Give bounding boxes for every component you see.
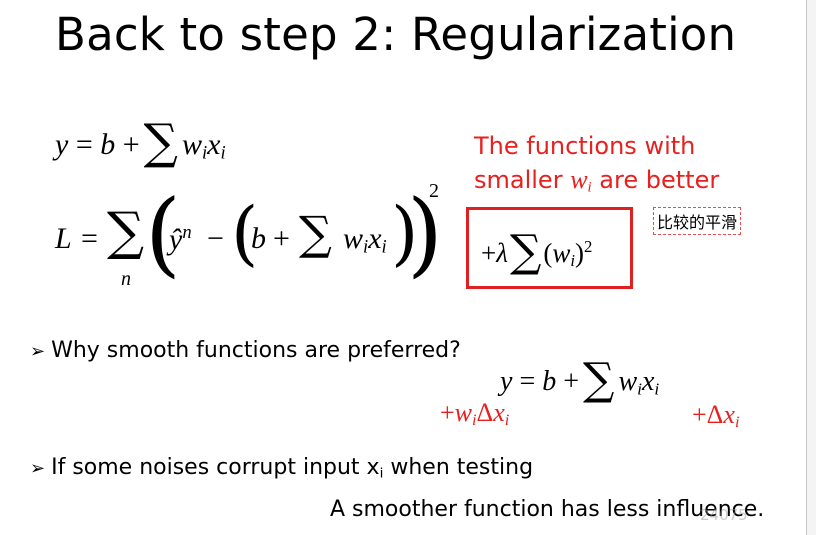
bullet-1-text: Why smooth functions are preferred? [51, 338, 461, 363]
note-line-1: The functions with [474, 132, 696, 160]
bullet-why-smooth: ➢Why smooth functions are preferred? [30, 338, 461, 363]
perturbation-input: +Δxi [692, 400, 740, 432]
note-line-2: smaller wi are better [474, 165, 720, 196]
bullet-noise: ➢If some noises corrupt input xi when te… [30, 455, 534, 482]
chinese-annotation: 比较的平滑 [653, 207, 742, 235]
slide-title: Back to step 2: Regularization [55, 8, 737, 61]
regularization-term: +λ∑(wi)2 [481, 226, 593, 277]
perturbation-output: +wiΔxi [440, 398, 510, 430]
watermark: 24075 [700, 506, 748, 524]
smaller-weights-note: The functions with smaller wi are better [474, 130, 719, 205]
conclusion-text: A smoother function has less influence. [330, 497, 765, 522]
equation-linear-model: y = b +∑wixi [55, 114, 226, 170]
bullet-2-text: If some noises corrupt input x [51, 455, 380, 480]
equation-linear-model-2: y = b +∑wixi [500, 354, 660, 405]
scrollbar-track[interactable] [806, 0, 816, 535]
arrow-bullet-icon: ➢ [30, 341, 46, 362]
regularization-term-box: +λ∑(wi)2 [466, 207, 633, 289]
arrow-bullet-icon: ➢ [30, 458, 46, 479]
